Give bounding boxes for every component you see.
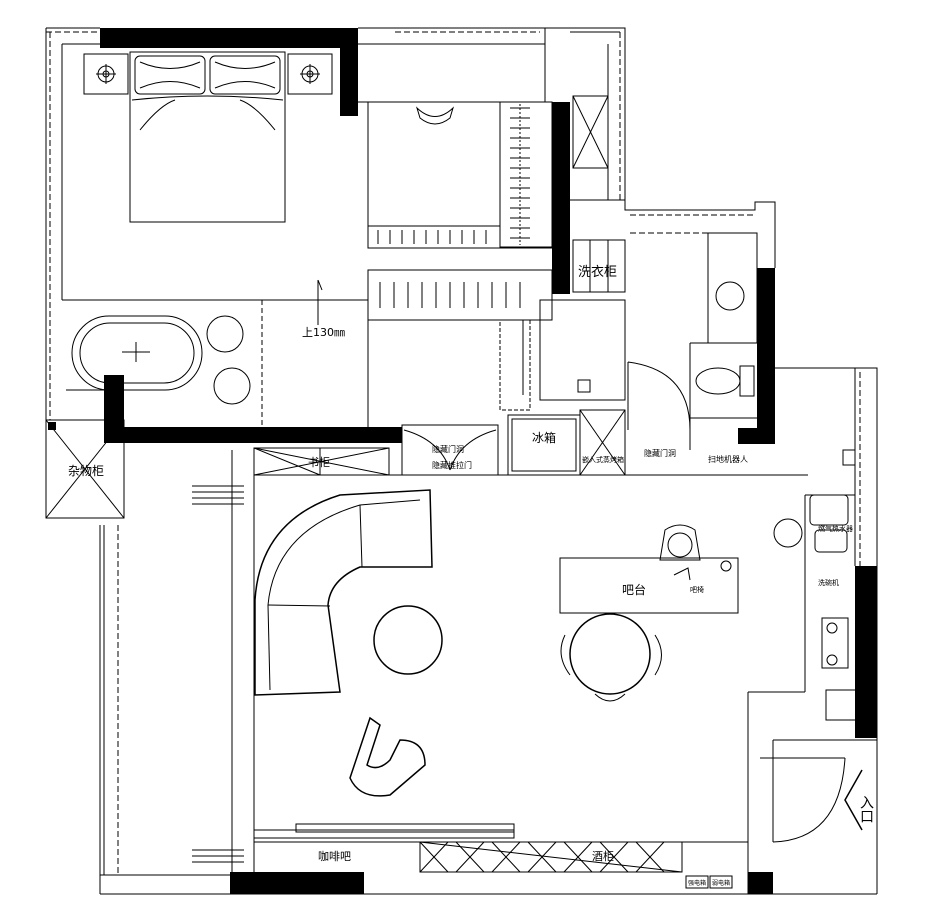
labels: 洗衣柜 杂物柜 冰箱 书柜 吧台 咖啡吧 酒柜 上130㎜ 隐藏门洞 隐藏推拉门… (68, 264, 874, 887)
toilet-room (689, 232, 758, 450)
wardrobe (367, 101, 553, 321)
panel-a-label: 强电箱 (688, 879, 706, 887)
hidden-door-label-2: 隐藏推拉门 (432, 460, 472, 470)
hidden-door-label-1: 隐藏门洞 (432, 444, 464, 454)
bar-counter (559, 524, 739, 614)
panel-b-label: 弱电箱 (712, 879, 730, 887)
structural-walls (100, 28, 877, 894)
display-cabinet (419, 841, 683, 873)
bookcase (253, 447, 390, 476)
laundry-cabinet-label: 洗衣柜 (578, 264, 617, 280)
bed (83, 51, 333, 223)
oven-label: 嵌入式蒸烤箱 (582, 455, 624, 464)
window-marks (192, 485, 244, 863)
water-heater-label: 燃气热水器 (818, 524, 853, 533)
kitchen (773, 449, 857, 721)
sofa (254, 489, 443, 696)
entrance-label: 入口 (858, 795, 874, 823)
panel-b-box (709, 875, 733, 889)
display-cabinet-label: 酒柜 (592, 850, 614, 863)
level-label: 上130㎜ (302, 326, 345, 339)
armchair (349, 716, 426, 797)
level-marker (317, 279, 323, 325)
bar-chair-label: 吧椅 (690, 585, 704, 594)
hidden-door-label-3: 隐藏门洞 (644, 448, 676, 458)
dining-table (560, 613, 662, 702)
washer-label: 洗碗机 (818, 578, 839, 587)
panel-a-box (685, 875, 709, 889)
bar-label: 吧台 (622, 582, 646, 597)
entrance-door (760, 740, 863, 843)
fridge (507, 414, 581, 476)
bathtub (66, 315, 251, 405)
fridge-label: 冰箱 (532, 430, 556, 445)
bookcase-label: 书柜 (308, 456, 330, 469)
coffee-bar-label: 咖啡吧 (318, 849, 351, 863)
sundries-cabinet-label: 杂物柜 (68, 464, 104, 478)
laundry-cabinet (572, 95, 626, 293)
corridor (401, 299, 691, 476)
robot-vacuum-label: 扫地机器人 (708, 454, 748, 464)
desk-chair (415, 106, 455, 125)
coffee-bar (253, 823, 515, 839)
sundries-cabinet (45, 419, 125, 519)
